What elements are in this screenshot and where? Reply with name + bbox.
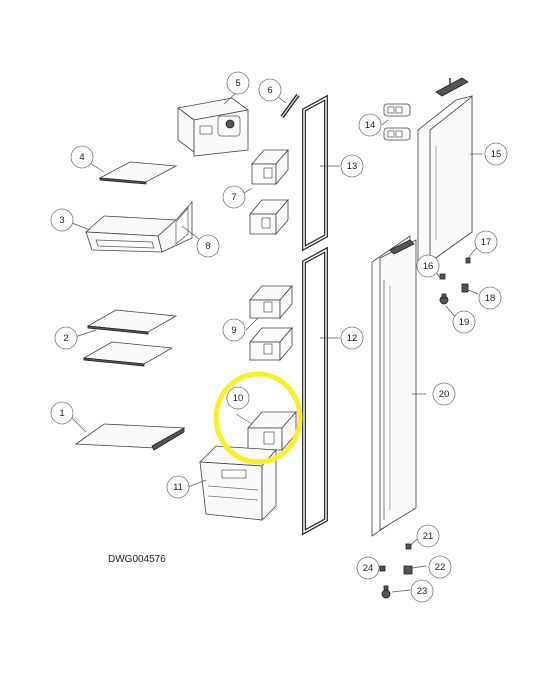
callout-16: 16 [416,254,440,278]
door-bin-highlighted-part [247,410,297,452]
callout-2: 2 [54,326,78,350]
gasket-strip-part [280,93,300,119]
lower-hinge-parts [379,543,413,599]
callout-5: 5 [226,71,250,95]
callout-6: 6 [258,78,282,102]
svg-text:1: 1 [59,408,64,419]
callout-13: 13 [340,154,364,178]
svg-text:21: 21 [423,531,434,542]
door-bin-upper-part [251,148,289,186]
freezer-door-gasket-part [302,94,328,252]
svg-text:18: 18 [485,293,496,304]
svg-text:13: 13 [347,161,358,172]
callout-11: 11 [166,475,190,499]
svg-text:9: 9 [231,325,236,336]
door-hinge-parts [383,103,411,141]
callout-17: 17 [474,230,498,254]
svg-text:23: 23 [417,586,428,597]
door-bin-lower-2-part [249,326,293,362]
svg-text:7: 7 [231,192,236,203]
svg-text:2: 2 [63,333,68,344]
callout-19: 19 [452,310,476,334]
callout-12: 12 [340,326,364,350]
svg-text:5: 5 [235,78,240,89]
callout-21: 21 [416,524,440,548]
hinge-hardware-parts [439,257,471,305]
svg-text:3: 3 [59,215,64,226]
callout-20: 20 [432,382,456,406]
drawing-id-label: DWG004576 [108,554,166,565]
callout-18: 18 [478,286,502,310]
svg-text:22: 22 [435,562,446,573]
callout-1: 1 [50,401,74,425]
callout-10: 10 [226,386,250,410]
svg-text:6: 6 [267,85,272,96]
freezer-door-part [417,77,473,263]
callout-3: 3 [50,208,74,232]
glass-shelves-part [82,309,178,367]
fresh-food-door-gasket-part [302,246,328,536]
highlight-ring [213,371,303,465]
svg-text:24: 24 [363,563,374,574]
freezer-shelf-part [98,161,178,185]
callout-7: 7 [222,185,246,209]
svg-text:4: 4 [79,152,84,163]
svg-text:15: 15 [491,149,502,160]
svg-text:16: 16 [423,261,434,272]
svg-text:14: 14 [365,120,376,131]
svg-text:12: 12 [347,333,358,344]
svg-text:8: 8 [205,241,210,252]
fresh-food-door-part [371,235,417,537]
callout-23: 23 [410,579,434,603]
callout-24: 24 [356,556,380,580]
callout-4: 4 [70,145,94,169]
door-bin-lower-part [249,284,293,320]
svg-text:11: 11 [173,482,183,493]
svg-text:10: 10 [233,393,244,404]
svg-text:17: 17 [481,237,492,248]
ice-maker-part [177,97,249,157]
freezer-basket-part [85,200,193,253]
callout-15: 15 [484,142,508,166]
callout-14: 14 [358,113,382,137]
crisper-cover-part [74,423,186,451]
svg-text:20: 20 [439,389,450,400]
door-bin-upper-2-part [249,198,289,236]
svg-text:19: 19 [459,317,470,328]
callout-8: 8 [196,234,220,258]
callout-9: 9 [222,318,246,342]
callout-22: 22 [428,555,452,579]
